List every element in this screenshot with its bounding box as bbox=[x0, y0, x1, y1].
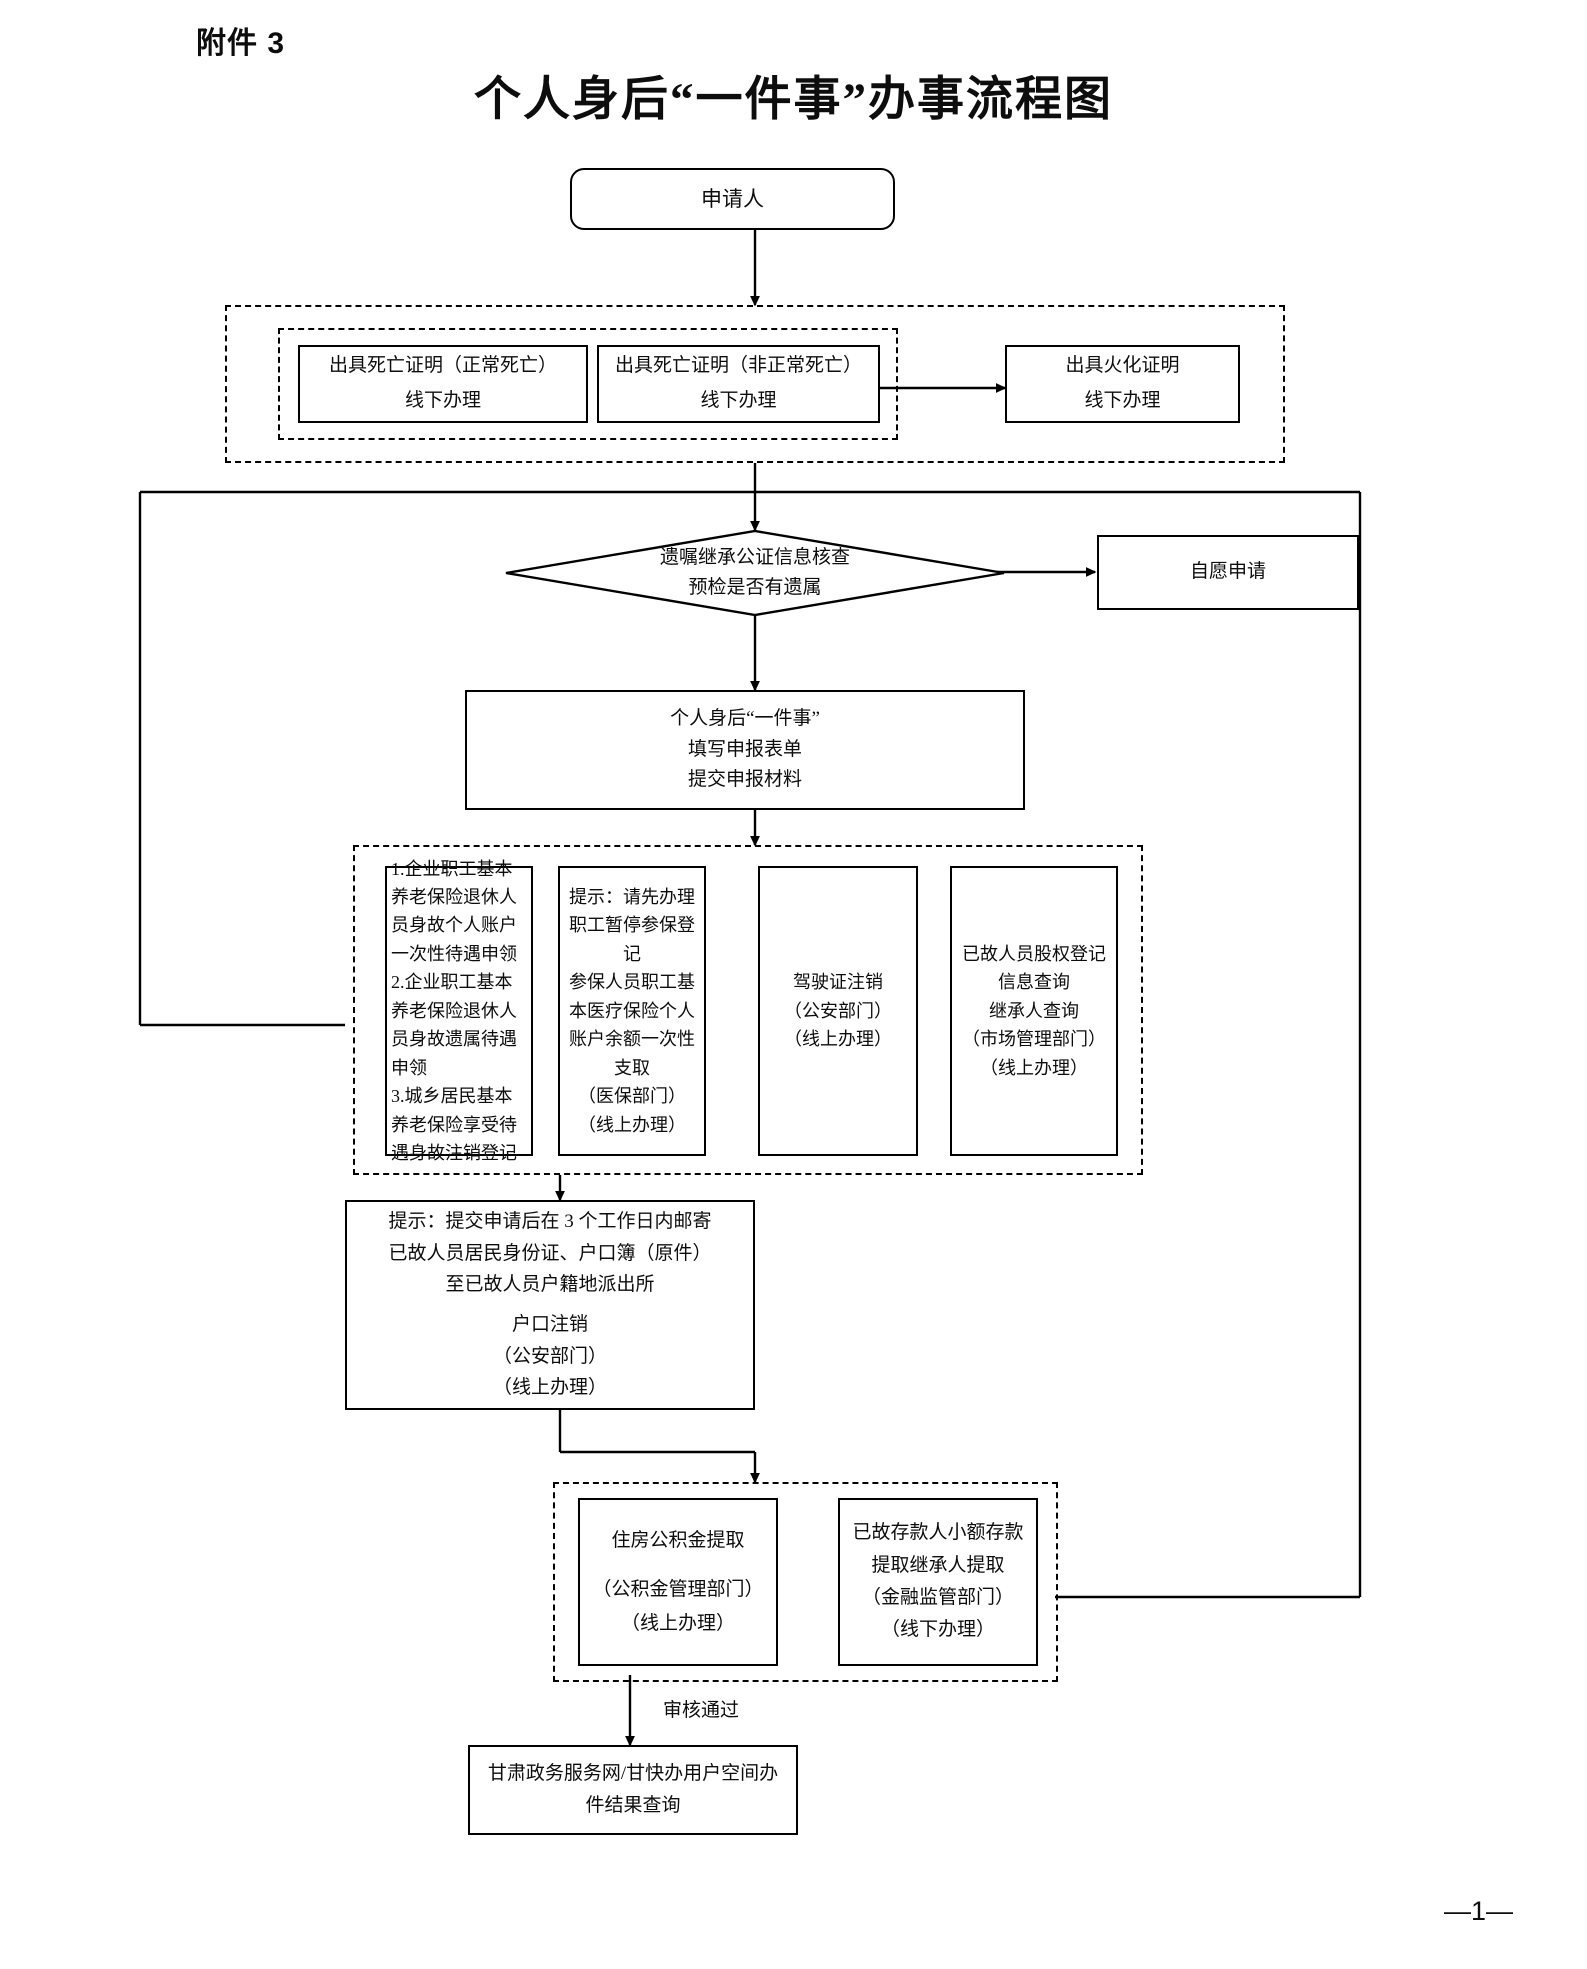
group-death-certificates-inner bbox=[278, 328, 898, 440]
edge-label-approved: 审核通过 bbox=[660, 1695, 743, 1722]
driver-line2: （公安部门） bbox=[784, 1000, 892, 1021]
death-cert-normal-line2: 线下办理 bbox=[404, 390, 481, 412]
node-submit-application: 个人身后“一件事” 填写申报表单 提交申报材料 bbox=[465, 690, 1025, 810]
equity-line1: 已故人员股权登记信息查询 bbox=[962, 943, 1106, 993]
deposit-line2: 提取继承人提取 bbox=[871, 1554, 1005, 1576]
node-cremation-certificate: 出具火化证明 线下办理 bbox=[1005, 345, 1240, 423]
cremation-cert-line1: 出具火化证明 bbox=[1065, 355, 1180, 376]
node-small-deposit-withdrawal: 已故存款人小额存款 提取继承人提取 （金融监管部门） （线下办理） bbox=[838, 1498, 1038, 1666]
applicant-label: 申请人 bbox=[701, 186, 764, 211]
deposit-line4: （线下办理） bbox=[880, 1619, 995, 1641]
pension-item-2: 2.企业职工基本养老保险退休人员身故遗属待遇申领 bbox=[391, 972, 517, 1078]
page-number: —1— bbox=[1443, 1896, 1513, 1926]
household-tip-line2: 已故人员居民身份证、户口簿（原件） bbox=[388, 1242, 712, 1264]
driver-line1: 驾驶证注销 bbox=[793, 972, 883, 993]
node-applicant: 申请人 bbox=[570, 168, 895, 230]
deposit-line3: （金融监管部门） bbox=[861, 1587, 1014, 1608]
pension-item-1: 1.企业职工基本养老保险退休人员身故个人账户一次性待遇申领 bbox=[391, 858, 517, 964]
group-fund-and-deposits bbox=[553, 1482, 1058, 1682]
deposit-line1: 已故存款人小额存款 bbox=[852, 1522, 1024, 1544]
equity-line3: （市场管理部门） bbox=[962, 1029, 1106, 1050]
result-query-line1: 甘肃政务服务网/甘快办用户空间办 bbox=[487, 1762, 779, 1784]
death-cert-abnormal-line2: 线下办理 bbox=[700, 390, 777, 412]
node-service-equity-registration: 已故人员股权登记信息查询 继承人查询 （市场管理部门） （线上办理） bbox=[950, 866, 1118, 1156]
node-decision-heir-check: 遗嘱继承公证信息核查 预检是否有遗属 bbox=[505, 530, 1005, 616]
decision-line1: 遗嘱继承公证信息核查 bbox=[659, 546, 850, 568]
result-query-line2: 件结果查询 bbox=[585, 1795, 681, 1816]
node-service-driver-license: 驾驶证注销 （公安部门） （线上办理） bbox=[758, 866, 918, 1156]
equity-line4: （线上办理） bbox=[980, 1057, 1088, 1078]
death-cert-normal-line1: 出具死亡证明（正常死亡） bbox=[328, 355, 557, 376]
driver-line3: （线上办理） bbox=[784, 1029, 892, 1050]
death-cert-abnormal-line1: 出具死亡证明（非正常死亡） bbox=[614, 355, 862, 376]
decision-line2: 预检是否有遗属 bbox=[688, 577, 822, 598]
node-service-medical-insurance: 提示：请先办理职工暂停参保登记 参保人员职工基本医疗保险个人账户余额一次性支取 … bbox=[558, 866, 706, 1156]
attachment-label: 附件 3 bbox=[196, 27, 286, 60]
node-voluntary-application: 自愿申请 bbox=[1097, 535, 1359, 610]
housing-fund-line3: （线上办理） bbox=[620, 1612, 735, 1634]
node-service-pension-items: 1.企业职工基本养老保险退休人员身故个人账户一次性待遇申领 2.企业职工基本养老… bbox=[385, 859, 533, 1163]
household-tip-line3: 至已故人员户籍地派出所 bbox=[445, 1274, 655, 1296]
node-death-cert-normal: 出具死亡证明（正常死亡） 线下办理 bbox=[298, 345, 588, 423]
voluntary-application-label: 自愿申请 bbox=[1189, 561, 1266, 583]
housing-fund-line1: 住房公积金提取 bbox=[611, 1530, 745, 1552]
equity-line2: 继承人查询 bbox=[989, 1000, 1079, 1021]
household-tip-line1: 提示：提交申请后在 3 个工作日内邮寄 bbox=[388, 1211, 712, 1232]
housing-fund-line2: （公积金管理部门） bbox=[592, 1579, 764, 1601]
node-household-cancellation: 提示：提交申请后在 3 个工作日内邮寄 已故人员居民身份证、户口簿（原件） 至已… bbox=[345, 1200, 755, 1410]
submit-form-line1: 个人身后“一件事” bbox=[670, 707, 820, 729]
page-title: 个人身后“一件事”办事流程图 bbox=[474, 74, 1113, 126]
household-dept: （公安部门） bbox=[492, 1345, 607, 1367]
group-online-services bbox=[353, 845, 1143, 1175]
cremation-cert-line2: 线下办理 bbox=[1084, 390, 1161, 412]
node-death-cert-abnormal: 出具死亡证明（非正常死亡） 线下办理 bbox=[597, 345, 880, 423]
household-channel: （线上办理） bbox=[492, 1377, 607, 1399]
medical-line4: （线上办理） bbox=[578, 1114, 686, 1135]
node-housing-fund-withdrawal: 住房公积金提取 （公积金管理部门） （线上办理） bbox=[578, 1498, 778, 1666]
medical-line2: 参保人员职工基本医疗保险个人账户余额一次性支取 bbox=[569, 972, 695, 1078]
medical-line1: 提示：请先办理职工暂停参保登记 bbox=[569, 887, 695, 964]
pension-item-3: 3.城乡居民基本养老保险享受待遇身故注销登记 bbox=[391, 1086, 517, 1163]
medical-line3: （医保部门） bbox=[578, 1086, 686, 1107]
submit-form-line2: 填写申报表单 bbox=[687, 738, 802, 760]
node-result-query: 甘肃政务服务网/甘快办用户空间办 件结果查询 bbox=[468, 1745, 798, 1835]
submit-form-line3: 提交申报材料 bbox=[687, 769, 802, 791]
household-title: 户口注销 bbox=[511, 1314, 588, 1336]
